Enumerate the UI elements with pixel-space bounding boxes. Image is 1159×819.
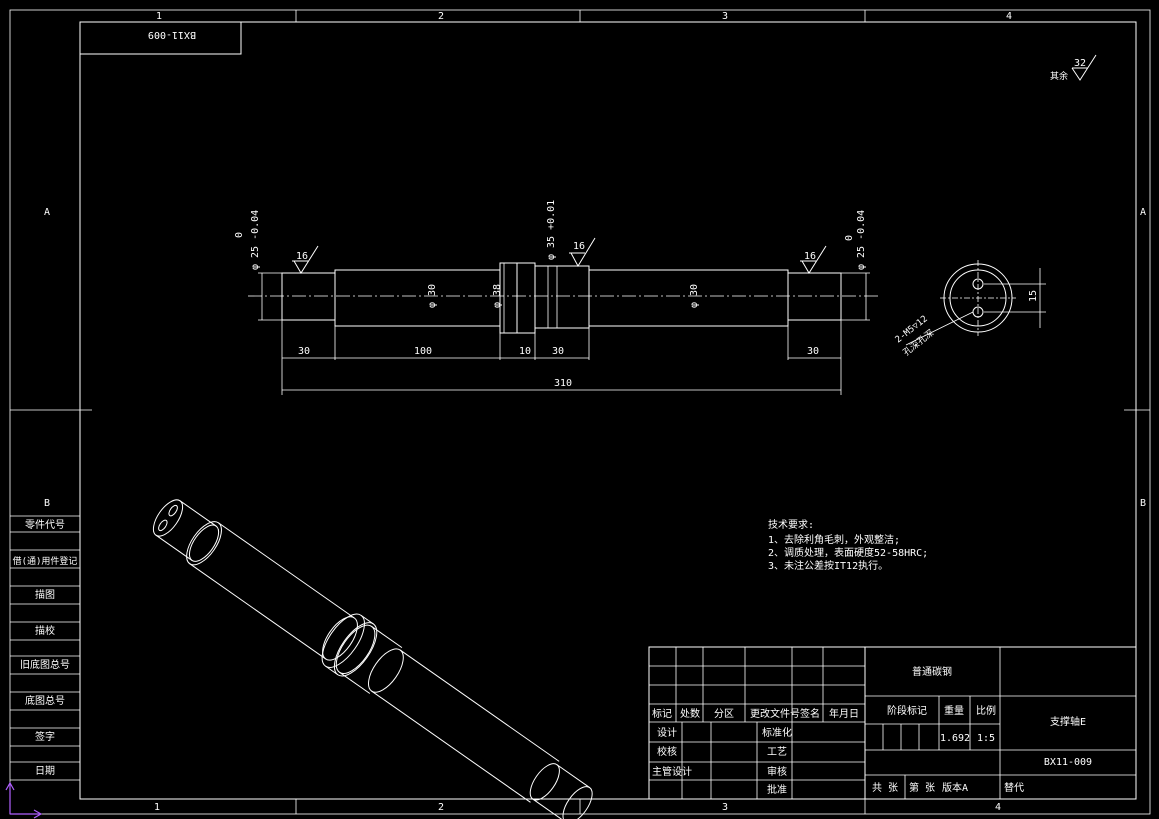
tb-mid-standard: 标准化 <box>762 726 792 739</box>
dim-30-left: 30 <box>298 346 310 357</box>
end-view-dim: 15 <box>1028 290 1039 302</box>
zone-top-4: 4 <box>1006 11 1012 22</box>
tb-header-0: 标记 <box>652 708 672 720</box>
dim-30-right: 30 <box>807 346 819 357</box>
left-label-0: 零件代号 <box>25 519 65 531</box>
dim-100: 100 <box>414 346 432 357</box>
tech-req-item-1: 1、去除利角毛刺，外观整洁; <box>768 533 900 546</box>
title-part-name: 支撑轴E <box>1050 715 1086 728</box>
shaft-end-view <box>905 260 1046 346</box>
title-block-grid <box>648 646 1137 800</box>
zone-top-1: 1 <box>156 11 162 22</box>
left-label-7: 日期 <box>35 765 55 777</box>
mirrored-code-text: BX11-009 <box>148 29 196 40</box>
finish-mark-1: 16 <box>296 251 308 262</box>
zone-ticks-top <box>10 10 1150 814</box>
tb-sheet-no: 第 张 <box>909 781 935 794</box>
tech-req-item-2: 2、调质处理，表面硬度52-58HRC; <box>768 546 928 559</box>
dia-right-upper: 0 <box>844 235 855 241</box>
dia-left-upper: 0 <box>234 232 245 238</box>
tb-mid-review: 审核 <box>767 765 787 778</box>
tb-sheets-total: 共 张 <box>872 782 898 794</box>
title-drawing-number: BX11-009 <box>1044 757 1092 768</box>
finish-mark-2: 16 <box>573 241 585 252</box>
tb-scale-label: 比例 <box>976 704 996 717</box>
tb-version: 版本A <box>942 781 968 794</box>
dia-body-left: φ 30 <box>427 284 438 308</box>
tb-stage-label: 阶段标记 <box>887 704 927 717</box>
zone-bottom-2: 2 <box>438 802 444 813</box>
tb-mid-approve: 批准 <box>767 783 787 796</box>
dim-30-mid: 30 <box>552 346 564 357</box>
shaft-front-view <box>248 262 880 334</box>
mirrored-code-box <box>79 21 242 55</box>
dia-right: φ 25 -0.04 <box>856 210 867 270</box>
shaft-dimension-lines <box>258 266 870 395</box>
tb-mid-process: 工艺 <box>767 746 787 758</box>
general-finish-value: 32 <box>1074 58 1086 69</box>
tb-row-chief: 主管设计 <box>652 765 692 778</box>
tb-replace: 替代 <box>1004 781 1024 794</box>
dim-10: 10 <box>519 346 531 357</box>
tb-row-design: 设计 <box>657 726 677 739</box>
tb-row-check: 校核 <box>657 745 677 758</box>
general-finish-label: 其余 <box>1050 70 1068 82</box>
left-column-grid <box>10 515 80 781</box>
title-material: 普通碳钢 <box>912 665 952 678</box>
dia-left: φ 25 -0.04 <box>250 210 261 270</box>
zone-bottom-3: 3 <box>722 802 728 813</box>
tech-req-item-3: 3、未注公差按IT12执行。 <box>768 559 888 572</box>
tb-header-3: 更改文件号 <box>750 707 800 720</box>
zone-bottom-1: 1 <box>154 802 160 813</box>
left-label-5: 底图总号 <box>25 694 65 707</box>
tb-weight-label: 重量 <box>944 704 964 717</box>
left-label-2: 描图 <box>35 588 55 601</box>
tb-header-4: 签名 <box>800 707 820 720</box>
shaft-isometric-view <box>152 499 593 819</box>
left-label-4: 旧底图总号 <box>20 658 70 671</box>
dia-collar-tol: φ 35 +0.01 <box>546 200 557 260</box>
dia-body-right: φ 30 <box>689 284 700 308</box>
left-label-6: 签字 <box>35 730 55 743</box>
general-finish-symbol <box>1071 54 1097 81</box>
tb-scale-value: 1:5 <box>977 733 995 744</box>
finish-mark-3: 16 <box>804 251 816 262</box>
tb-weight-value: 1.692 <box>940 733 970 744</box>
tb-header-1: 处数 <box>680 707 700 720</box>
zone-side-right-b: B <box>1140 498 1146 509</box>
tb-header-2: 分区 <box>714 708 734 720</box>
zone-side-left-b: B <box>44 498 50 509</box>
tech-req-title: 技术要求: <box>768 518 814 531</box>
outer-border <box>9 9 1151 815</box>
inner-border <box>79 21 1137 800</box>
zone-top-2: 2 <box>438 11 444 22</box>
left-label-3: 描校 <box>35 624 55 637</box>
left-label-1: 借(通)用件登记 <box>13 555 78 567</box>
tb-header-5: 年月日 <box>829 707 859 720</box>
zone-side-left-a: A <box>44 207 50 218</box>
shaft-finish-symbols <box>292 237 827 274</box>
zone-side-right-a: A <box>1140 207 1146 218</box>
ucs-axis-icon <box>5 781 43 819</box>
zone-bottom-4: 4 <box>995 802 1001 813</box>
dia-collar: φ 38 <box>492 284 503 308</box>
dim-total: 310 <box>554 378 572 389</box>
zone-top-3: 3 <box>722 11 728 22</box>
